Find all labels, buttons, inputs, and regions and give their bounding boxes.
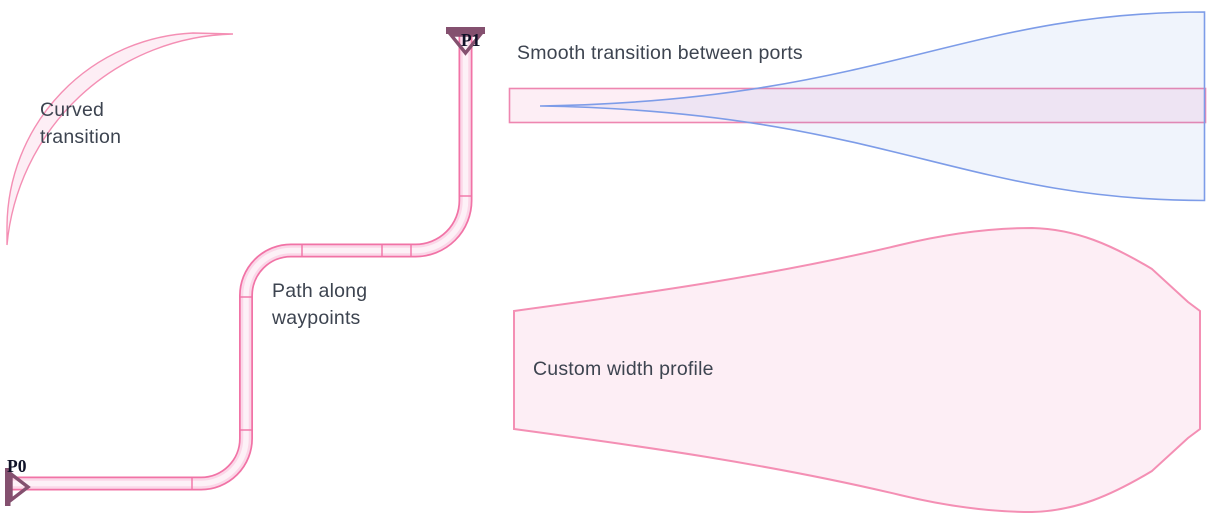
custom-width-profile-label: Custom width profile xyxy=(533,358,714,380)
segment-ticks xyxy=(191,195,473,491)
curved-transition-shape xyxy=(6,32,234,246)
path-waypoints-label: Path along waypoints xyxy=(272,280,368,329)
curved-transition-label: Curved transition xyxy=(40,99,122,148)
smooth-taper-shape xyxy=(539,11,1206,202)
port-marker-p0 xyxy=(5,468,31,506)
custom-width-profile-shape xyxy=(513,226,1201,514)
port-p0-label: P0 xyxy=(7,456,27,476)
port-marker-p1 xyxy=(446,27,485,56)
port-p1-label: P1 xyxy=(461,30,481,50)
waypoint-path-shape xyxy=(10,36,473,491)
smooth-transition-label: Smooth transition between ports xyxy=(517,42,803,64)
straight-strip-shape xyxy=(508,87,1207,124)
